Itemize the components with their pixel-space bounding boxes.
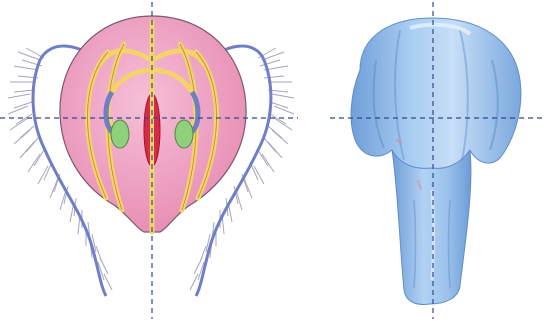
gland-left	[111, 120, 129, 148]
render-panel	[330, 2, 545, 319]
render-bell	[351, 18, 521, 168]
gland-right	[175, 120, 193, 148]
diagram-panel	[0, 2, 298, 319]
render-stalk	[392, 150, 471, 304]
